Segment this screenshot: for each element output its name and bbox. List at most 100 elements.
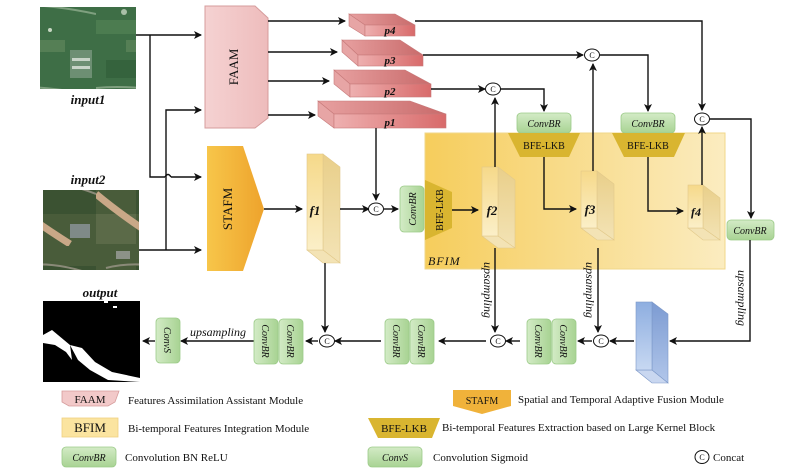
svg-text:Bi-temporal Features Extractio: Bi-temporal Features Extraction based on… [442, 422, 716, 434]
svg-text:ConvBR: ConvBR [415, 324, 426, 357]
bfe3-to-f4-arrow [647, 157, 684, 215]
bfim-label: BFIM [428, 254, 461, 268]
p3-block: p3 [341, 39, 425, 67]
convbr-block-4: ConvBR [726, 219, 775, 241]
concat-node-decoder-3: C [319, 334, 335, 348]
p2-block: p2 [333, 69, 432, 98]
p4-label: p4 [384, 25, 397, 37]
convbr-vertical-1: ConvBR [399, 185, 425, 233]
bfe-lkb-vertical: BFE-LKB [425, 180, 452, 240]
svg-text:Spatial and Temporal Adaptive: Spatial and Temporal Adaptive Fusion Mod… [518, 394, 724, 406]
svg-text:ConvBR: ConvBR [631, 119, 664, 130]
bfim-region [424, 132, 726, 270]
upsampling-label-f2: upsampling [481, 262, 495, 318]
input2-image [43, 190, 139, 270]
output-mask-image [43, 301, 140, 382]
svg-text:Features Assimilation Assistan: Features Assimilation Assistant Module [128, 395, 303, 407]
bfe-lkb-block-2: BFE-LKB [508, 133, 580, 157]
p3-label: p3 [384, 55, 397, 67]
convbr-pair-decoder-2: ConvBR ConvBR [384, 318, 435, 365]
legend-item-bfe-lkb: BFE-LKB Bi-temporal Features Extraction … [368, 418, 716, 438]
svg-text:Bi-temporal Features Integrat: Bi-temporal Features Integration Module [128, 423, 309, 435]
svg-text:C: C [495, 337, 500, 346]
concat-node-4: C [694, 112, 710, 126]
faam-outputs [268, 17, 346, 119]
svg-text:ConvBR: ConvBR [390, 324, 401, 357]
svg-text:BFE-LKB: BFE-LKB [627, 141, 669, 152]
faam-label: FAAM [226, 48, 241, 85]
bfe2-to-f3-arrow [543, 157, 577, 213]
svg-text:BFE-LKB: BFE-LKB [381, 423, 427, 435]
svg-text:ConvBR: ConvBR [557, 324, 568, 357]
legend-item-faam: FAAM Features Assimilation Assistant Mod… [61, 390, 303, 407]
output-label: output [83, 285, 118, 300]
legend-item-bfim: BFIM Bi-temporal Features Integration Mo… [61, 417, 309, 438]
f1-connectors [340, 128, 399, 213]
level3-connectors [423, 51, 652, 171]
legend: FAAM Features Assimilation Assistant Mod… [61, 390, 744, 468]
svg-text:Convolution BN ReLU: Convolution BN ReLU [125, 452, 228, 464]
f2-label: f2 [487, 203, 498, 218]
svg-text:BFE-LKB: BFE-LKB [523, 141, 565, 152]
p1-block: p1 [317, 100, 447, 129]
concat-node-1: C [368, 202, 384, 216]
svg-text:FAAM: FAAM [75, 394, 106, 406]
concat-node-2: C [485, 82, 501, 96]
f1-label: f1 [310, 203, 321, 218]
svg-text:C: C [699, 115, 704, 124]
f3-block: f3 [580, 170, 615, 241]
svg-text:Convolution Sigmoid: Convolution Sigmoid [433, 452, 529, 464]
f1-block: f1 [306, 153, 341, 264]
decoder-feature-block [635, 301, 669, 384]
f2-block: f2 [481, 166, 516, 249]
decoder-connectors [142, 240, 751, 345]
convbr-block-3: ConvBR [620, 112, 676, 134]
legend-item-convs: ConvS Convolution Sigmoid [367, 446, 529, 468]
bfe-lkb-block-3: BFE-LKB [612, 133, 685, 157]
convs-block: ConvS [155, 317, 181, 364]
svg-text:ConvBR: ConvBR [733, 226, 766, 237]
legend-item-concat: C Concat [694, 450, 744, 464]
svg-text:BFE-LKB: BFE-LKB [435, 189, 446, 231]
stafm-module: STAFM [207, 146, 264, 271]
stafm-label: STAFM [220, 187, 235, 230]
input1-image [40, 7, 136, 89]
svg-text:C: C [699, 453, 704, 462]
svg-text:C: C [490, 85, 495, 94]
level2-connectors [431, 85, 548, 167]
svg-text:ConvS: ConvS [161, 327, 172, 353]
svg-text:Concat: Concat [713, 452, 744, 464]
svg-text:C: C [373, 205, 378, 214]
svg-text:ConvBR: ConvBR [72, 453, 105, 464]
upsampling-label-final: upsampling [190, 325, 246, 339]
legend-item-convbr: ConvBR Convolution BN ReLU [61, 446, 228, 468]
p4-block: p4 [348, 13, 416, 37]
svg-text:ConvBR: ConvBR [527, 119, 560, 130]
input1-label: input1 [71, 92, 106, 107]
convbr-pair-decoder-3: ConvBR ConvBR [253, 318, 304, 365]
legend-item-stafm: STAFM Spatial and Temporal Adaptive Fusi… [453, 390, 724, 414]
f4-label: f4 [691, 205, 701, 219]
upsampling-label-f3: upsampling [583, 262, 597, 318]
concat-node-decoder-2: C [490, 334, 506, 348]
svg-text:C: C [598, 337, 603, 346]
svg-text:ConvBR: ConvBR [408, 192, 419, 225]
input-connectors [136, 31, 202, 254]
svg-text:C: C [324, 337, 329, 346]
concat-node-3: C [584, 48, 600, 62]
svg-text:ConvBR: ConvBR [284, 324, 295, 357]
svg-text:ConvBR: ConvBR [259, 324, 270, 357]
level4-connectors [415, 20, 755, 219]
faam-module: FAAM [204, 5, 269, 129]
svg-text:ConvS: ConvS [382, 453, 408, 464]
svg-text:STAFM: STAFM [466, 396, 499, 407]
convbr-block-2: ConvBR [516, 112, 572, 134]
p2-label: p2 [384, 86, 397, 98]
svg-text:ConvBR: ConvBR [532, 324, 543, 357]
f3-label: f3 [585, 202, 596, 217]
f4-block: f4 [687, 184, 721, 241]
convbr-pair-decoder-1: ConvBR ConvBR [526, 318, 577, 365]
svg-text:C: C [589, 51, 594, 60]
concat-node-decoder-1: C [593, 334, 609, 348]
